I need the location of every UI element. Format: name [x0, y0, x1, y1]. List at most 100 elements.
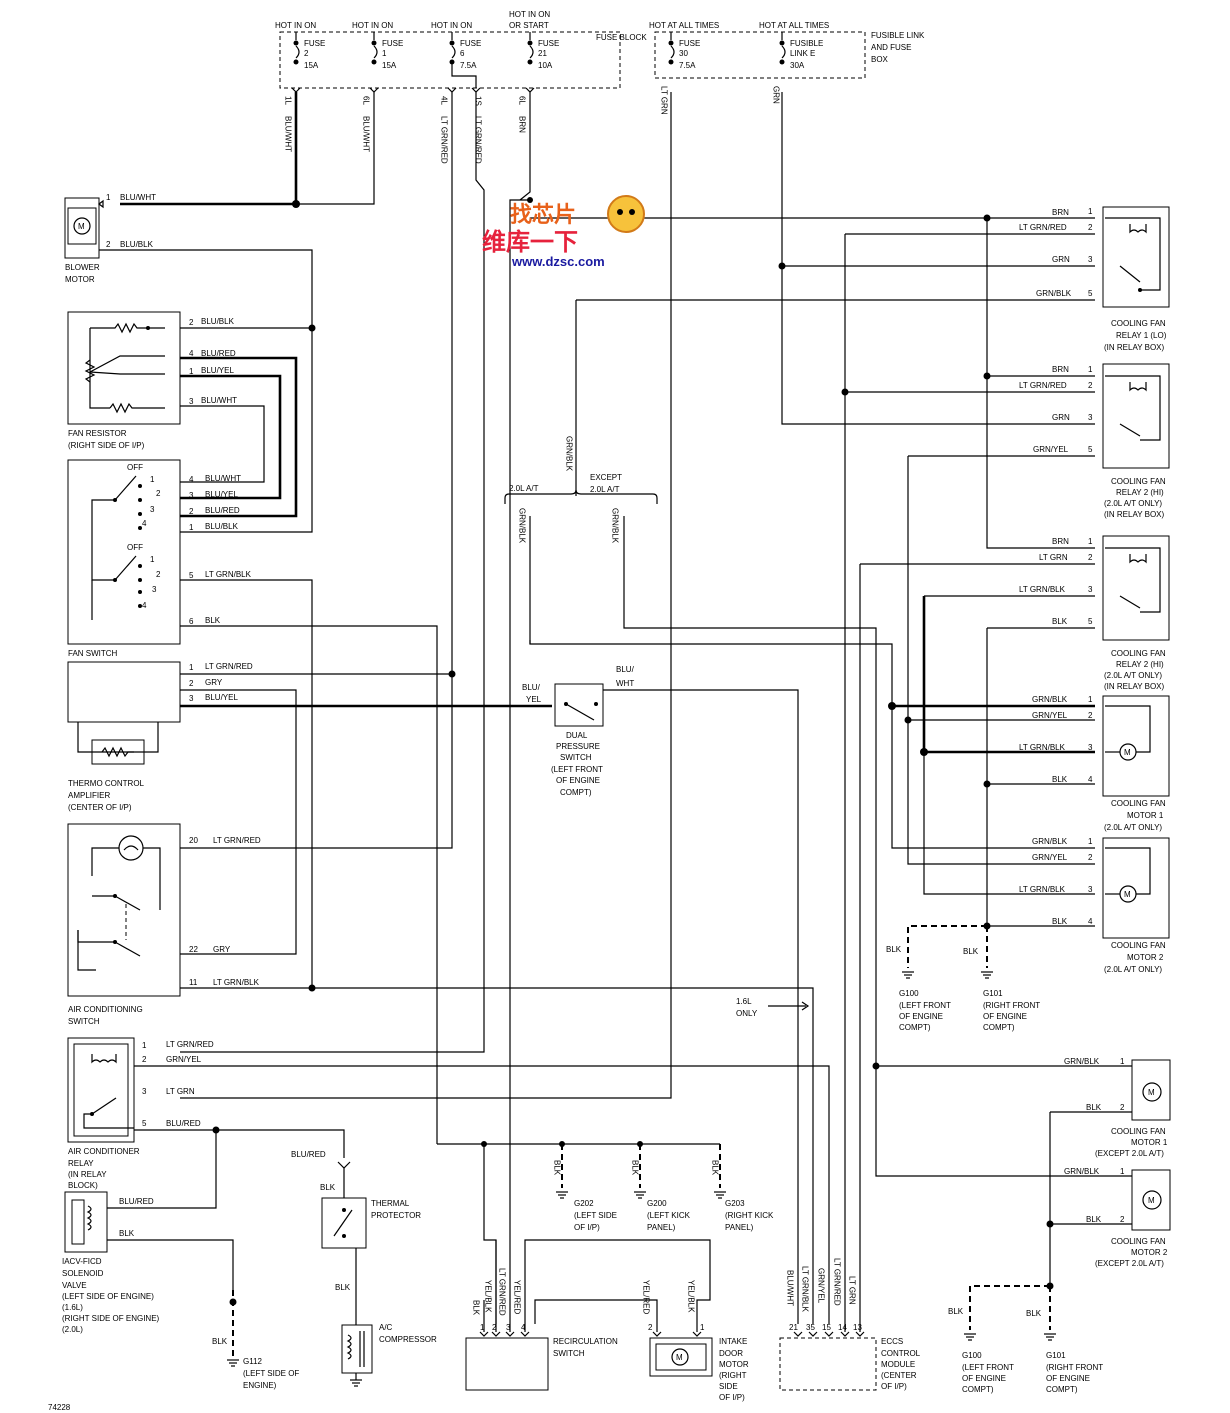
fuse-21: HOT IN ON OR START FUSE 21 10A — [509, 10, 559, 70]
fusible-link-box: FUSIBLE LINK AND FUSE BOX HOT AT ALL TIM… — [649, 21, 925, 115]
right-wires: BLK BLK BLK BLK — [529, 214, 1132, 1330]
svg-text:BLK: BLK — [1086, 1215, 1102, 1224]
svg-text:AIR CONDITIONER: AIR CONDITIONER — [68, 1147, 140, 1156]
svg-text:BLOCK): BLOCK) — [68, 1181, 98, 1190]
svg-text:COOLING FAN: COOLING FAN — [1111, 477, 1166, 486]
svg-text:3: 3 — [142, 1087, 147, 1096]
svg-text:YEL/BLK: YEL/BLK — [687, 1280, 696, 1313]
svg-text:BLU/: BLU/ — [522, 683, 541, 692]
svg-text:M: M — [1148, 1088, 1155, 1097]
svg-text:BLK: BLK — [553, 1160, 562, 1176]
svg-text:LT GRN: LT GRN — [660, 86, 669, 115]
svg-text:1: 1 — [1088, 695, 1093, 704]
svg-text:M: M — [1124, 890, 1131, 899]
svg-text:BLU/BLK: BLU/BLK — [205, 522, 239, 531]
svg-text:1: 1 — [1088, 365, 1093, 374]
svg-text:(IN RELAY BOX): (IN RELAY BOX) — [1104, 682, 1165, 691]
svg-text:LT GRN/RED: LT GRN/RED — [205, 662, 253, 671]
svg-text:3: 3 — [1088, 413, 1093, 422]
svg-text:(RIGHT FRONT: (RIGHT FRONT — [983, 1001, 1040, 1010]
svg-text:14: 14 — [838, 1323, 847, 1332]
svg-text:FUSE: FUSE — [679, 39, 700, 48]
svg-text:3: 3 — [189, 694, 194, 703]
svg-text:(RIGHT SIDE OF I/P): (RIGHT SIDE OF I/P) — [68, 441, 145, 450]
svg-text:COMPT): COMPT) — [899, 1023, 931, 1032]
svg-text:5: 5 — [1088, 445, 1093, 454]
svg-text:GRN: GRN — [1052, 413, 1070, 422]
blower-motor: M 1 2 BLU/WHT BLU/BLK BLOWER MOTOR — [64, 193, 313, 328]
svg-text:1: 1 — [480, 1323, 485, 1332]
svg-text:BRN: BRN — [1052, 365, 1069, 374]
svg-text:CONTROL: CONTROL — [881, 1349, 921, 1358]
dual-pressure-switch: BLU/ YEL BLU/ WHT DUAL PRESSURE SWITCH (… — [522, 665, 799, 1324]
svg-text:2: 2 — [1088, 853, 1093, 862]
svg-text:(2.0L A/T ONLY): (2.0L A/T ONLY) — [1104, 671, 1162, 680]
svg-text:21: 21 — [789, 1323, 798, 1332]
svg-text:LT GRN/BLK: LT GRN/BLK — [801, 1266, 810, 1313]
svg-text:4: 4 — [1088, 775, 1093, 784]
svg-text:IACV-FICD: IACV-FICD — [62, 1257, 102, 1266]
svg-text:BLU/WHT: BLU/WHT — [201, 396, 237, 405]
svg-text:OF ENGINE: OF ENGINE — [983, 1012, 1027, 1021]
svg-text:(2.0L): (2.0L) — [62, 1325, 83, 1334]
svg-text:GRN/BLK: GRN/BLK — [1036, 289, 1072, 298]
svg-text:BLK: BLK — [1052, 775, 1068, 784]
svg-text:BLU/RED: BLU/RED — [166, 1119, 201, 1128]
svg-text:LT GRN/BLK: LT GRN/BLK — [205, 570, 252, 579]
svg-text:GRN/BLK: GRN/BLK — [1032, 695, 1068, 704]
svg-text:(CENTER OF I/P): (CENTER OF I/P) — [68, 803, 132, 812]
svg-text:2: 2 — [189, 507, 194, 516]
svg-text:BLK: BLK — [631, 1160, 640, 1176]
svg-text:GRN: GRN — [772, 86, 781, 104]
svg-text:(1.6L): (1.6L) — [62, 1303, 83, 1312]
svg-text:BLK: BLK — [119, 1229, 135, 1238]
svg-text:(RIGHT FRONT: (RIGHT FRONT — [1046, 1363, 1103, 1372]
svg-text:(LEFT SIDE: (LEFT SIDE — [574, 1211, 617, 1220]
fuse-6: HOT IN ON FUSE 6 7.5A — [431, 21, 481, 88]
svg-text:LT GRN/RED: LT GRN/RED — [1019, 381, 1067, 390]
svg-text:RECIRCULATION: RECIRCULATION — [553, 1337, 618, 1346]
svg-text:(IN RELAY BOX): (IN RELAY BOX) — [1104, 343, 1165, 352]
svg-text:YEL/BLK: YEL/BLK — [484, 1280, 493, 1313]
svg-text:GRN/YEL: GRN/YEL — [1032, 853, 1068, 862]
svg-text:LT GRN/RED: LT GRN/RED — [474, 116, 483, 164]
svg-text:GRN/BLK: GRN/BLK — [565, 436, 574, 472]
svg-text:2: 2 — [1088, 711, 1093, 720]
ground-g101-2l: G101 (RIGHT FRONT OF ENGINE COMPT) — [981, 971, 1040, 1032]
svg-text:LT GRN/RED: LT GRN/RED — [498, 1268, 507, 1316]
svg-text:GRN/BLK: GRN/BLK — [1064, 1167, 1100, 1176]
svg-text:AND FUSE: AND FUSE — [871, 43, 911, 52]
svg-text:(2.0L A/T ONLY): (2.0L A/T ONLY) — [1104, 499, 1162, 508]
svg-text:GRY: GRY — [213, 945, 231, 954]
iacv-ficd-solenoid-valve: BLU/RED BLK BLK IACV-FICD SOLENOID VALVE… — [62, 1191, 237, 1358]
svg-text:ENGINE): ENGINE) — [243, 1381, 277, 1390]
svg-text:EXCEPT: EXCEPT — [590, 473, 622, 482]
svg-text:MOTOR 2: MOTOR 2 — [1127, 953, 1164, 962]
svg-text:BLK: BLK — [1086, 1103, 1102, 1112]
svg-text:LT GRN/RED: LT GRN/RED — [213, 836, 261, 845]
svg-text:BLU/BLK: BLU/BLK — [120, 240, 154, 249]
svg-text:维库一下: 维库一下 — [482, 228, 578, 256]
svg-text:HOT AT ALL TIMES: HOT AT ALL TIMES — [759, 21, 829, 30]
svg-text:FAN SWITCH: FAN SWITCH — [68, 649, 118, 658]
watermark-logo: 找芯片 维库一下 www.dzsc.com — [482, 195, 645, 269]
svg-text:COMPT): COMPT) — [983, 1023, 1015, 1032]
svg-text:7.5A: 7.5A — [460, 61, 477, 70]
svg-text:4: 4 — [1088, 917, 1093, 926]
svg-text:SOLENOID: SOLENOID — [62, 1269, 104, 1278]
svg-text:GRN/YEL: GRN/YEL — [166, 1055, 202, 1064]
ground-bus: BLK BLK BLK — [437, 1141, 721, 1324]
air-conditioner-relay: 1 2 3 5 LT GRN/RED GRN/YEL LT GRN BLU/RE… — [67, 1037, 830, 1324]
svg-text:6: 6 — [189, 617, 194, 626]
svg-text:BLK: BLK — [472, 1300, 481, 1316]
svg-text:3: 3 — [1088, 585, 1093, 594]
svg-text:22: 22 — [189, 945, 198, 954]
svg-text:2: 2 — [189, 679, 194, 688]
cooling-fan-relay-1: 1 2 3 5 BRN LT GRN/RED GRN GRN/BLK COOLI… — [1019, 206, 1170, 352]
cooling-fan-relay-2a: 1 2 3 5 BRN LT GRN/RED GRN GRN/YEL COOLI… — [1019, 363, 1170, 519]
svg-text:PANEL): PANEL) — [647, 1223, 676, 1232]
svg-text:HOT IN ON: HOT IN ON — [275, 21, 316, 30]
svg-text:(RIGHT: (RIGHT — [719, 1371, 747, 1380]
svg-text:G203: G203 — [725, 1199, 745, 1208]
svg-text:MOTOR 2: MOTOR 2 — [1131, 1248, 1168, 1257]
